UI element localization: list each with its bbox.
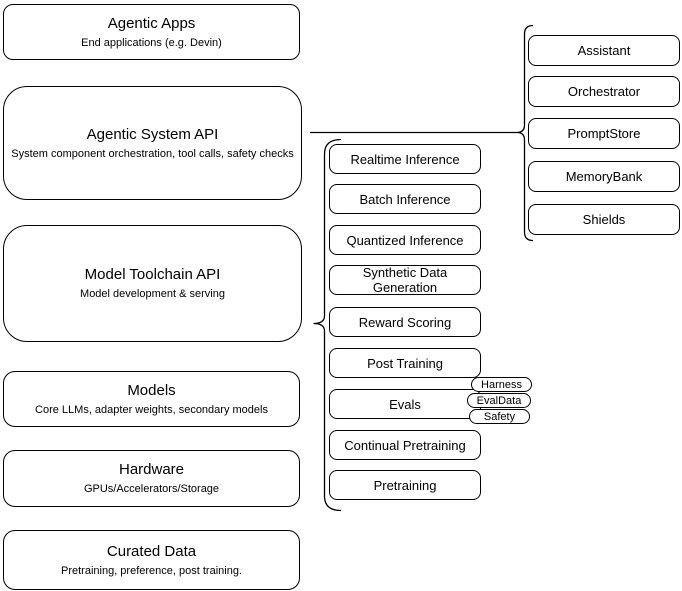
- node-shields: Shields: [528, 204, 680, 235]
- node-subtitle: Pretraining, preference, post training.: [61, 564, 242, 577]
- node-title: Curated Data: [106, 542, 197, 560]
- node-label: Orchestrator: [567, 84, 641, 99]
- node-promptstore: PromptStore: [528, 118, 680, 149]
- tag-label: EvalData: [476, 394, 522, 407]
- node-models: Models Core LLMs, adapter weights, secon…: [3, 371, 300, 427]
- node-model-toolchain-api: Model Toolchain API Model development & …: [3, 225, 302, 342]
- node-memorybank: MemoryBank: [528, 161, 680, 192]
- tag-harness: Harness: [471, 377, 532, 392]
- node-label: Continual Pretraining: [344, 437, 466, 453]
- node-agentic-apps: Agentic Apps End applications (e.g. Devi…: [3, 4, 300, 60]
- node-title: Agentic Apps: [107, 14, 196, 32]
- node-batch-inference: Batch Inference: [329, 184, 481, 214]
- node-label: Assistant: [577, 43, 631, 58]
- node-label: MemoryBank: [565, 169, 643, 184]
- node-evals: Evals: [329, 389, 481, 419]
- node-hardware: Hardware GPUs/Accelerators/Storage: [3, 450, 300, 507]
- node-quantized-inference: Quantized Inference: [329, 225, 481, 255]
- node-realtime-inference: Realtime Inference: [329, 144, 481, 174]
- node-label: Quantized Inference: [346, 232, 464, 248]
- node-post-training: Post Training: [329, 348, 481, 378]
- node-reward-scoring: Reward Scoring: [329, 307, 481, 337]
- node-title: Models: [127, 381, 176, 399]
- node-continual-pretraining: Continual Pretraining: [329, 430, 481, 460]
- node-curated-data: Curated Data Pretraining, preference, po…: [3, 530, 300, 590]
- node-assistant: Assistant: [528, 35, 680, 66]
- tag-label: Harness: [481, 378, 522, 391]
- node-synthetic-data-generation: Synthetic Data Generation: [329, 265, 481, 295]
- node-label: Post Training: [367, 355, 443, 371]
- node-label: Batch Inference: [359, 191, 451, 207]
- node-orchestrator: Orchestrator: [528, 76, 680, 107]
- node-label: Pretraining: [373, 477, 437, 493]
- node-title: Agentic System API: [86, 125, 219, 143]
- tag-safety: Safety: [469, 409, 530, 424]
- node-subtitle: System component orchestration, tool cal…: [11, 147, 294, 160]
- node-label: PromptStore: [567, 126, 641, 141]
- node-label: Realtime Inference: [350, 151, 460, 167]
- node-label: Reward Scoring: [358, 314, 452, 330]
- node-subtitle: Core LLMs, adapter weights, secondary mo…: [35, 403, 268, 416]
- node-label: Evals: [389, 396, 421, 412]
- node-label: Synthetic Data Generation: [362, 265, 448, 295]
- node-agentic-system-api: Agentic System API System component orch…: [3, 86, 302, 200]
- node-subtitle: End applications (e.g. Devin): [81, 36, 222, 49]
- node-title: Model Toolchain API: [84, 266, 221, 283]
- node-subtitle: GPUs/Accelerators/Storage: [83, 483, 220, 495]
- node-title: Hardware: [118, 461, 185, 478]
- tag-label: Safety: [483, 410, 516, 423]
- node-label: Shields: [582, 212, 626, 227]
- tag-evaldata: EvalData: [467, 393, 531, 408]
- node-pretraining: Pretraining: [329, 470, 481, 500]
- node-subtitle: Model development & serving: [80, 288, 225, 300]
